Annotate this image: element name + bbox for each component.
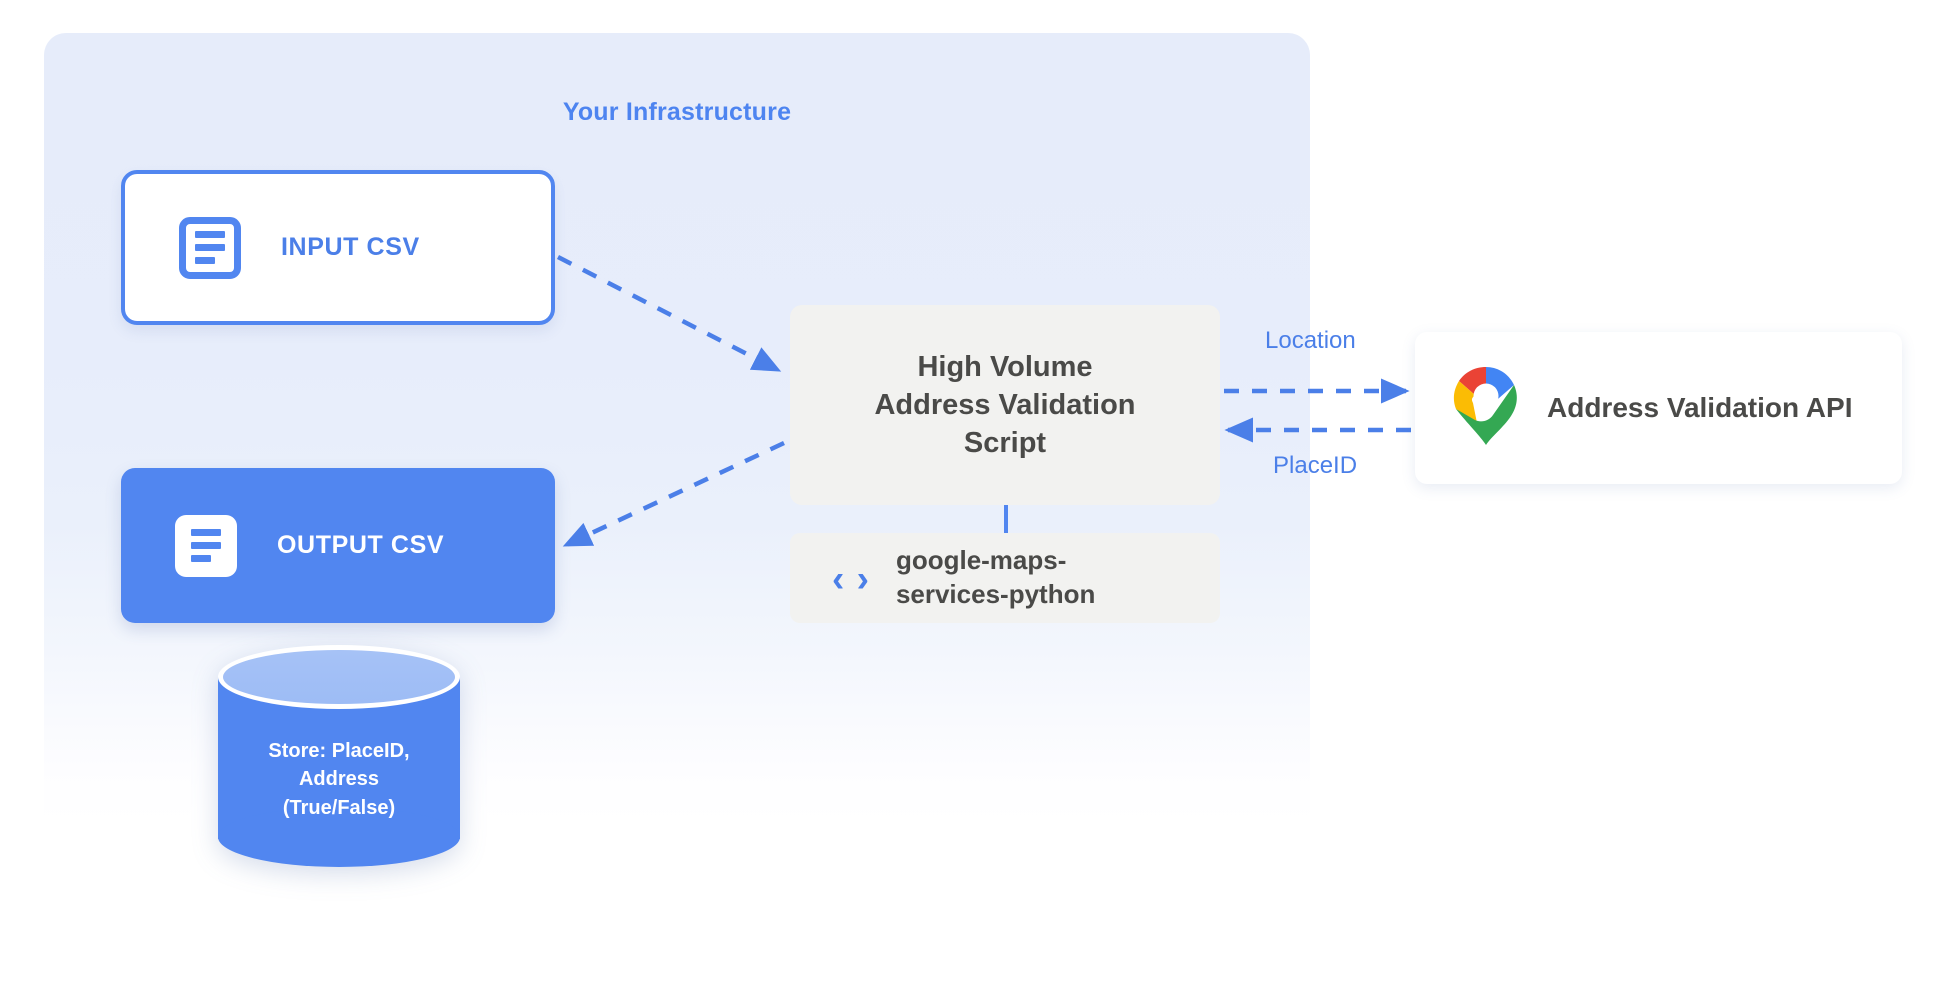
code-brackets-icon: ‹ › [832, 557, 870, 599]
script-label-line-2: Address Validation [874, 388, 1136, 421]
document-icon-line-3 [191, 555, 211, 562]
node-address-validation-api[interactable]: Address Validation API [1415, 332, 1902, 484]
database-label-line-2: Address [298, 768, 380, 791]
node-output-csv[interactable]: OUTPUT CSV [121, 468, 555, 623]
google-maps-pin-icon-wrap [1453, 365, 1519, 452]
node-validation-script-text: High Volume Address Validation Script [874, 348, 1135, 463]
node-input-csv-label: INPUT CSV [281, 233, 420, 261]
script-label-line-3: Script [963, 427, 1047, 460]
edge-label-placeid: PlaceID [1273, 452, 1358, 479]
node-input-csv[interactable]: INPUT CSV [121, 170, 555, 325]
document-icon [179, 216, 241, 279]
document-icon-line-2 [191, 542, 221, 549]
document-icon [175, 514, 237, 577]
cylinder-bottom-ellipse [218, 807, 460, 867]
node-client-library[interactable]: ‹ › google-maps- services-python [790, 533, 1220, 623]
edge-label-location: Location [1265, 327, 1356, 354]
edge-script-to-library [1004, 505, 1008, 539]
document-icon-line-2 [195, 244, 225, 251]
node-validation-script[interactable]: High Volume Address Validation Script [790, 305, 1220, 505]
document-icon-wrap [179, 216, 241, 279]
google-maps-pin-icon [1453, 366, 1517, 445]
database-label-line-1: Store: PlaceID, [268, 740, 410, 762]
script-label-line-1: High Volume [917, 350, 1093, 383]
document-icon-line-1 [195, 231, 225, 238]
document-icon-line-3 [195, 257, 215, 264]
node-database-store-label: Store: PlaceID, Address (True/False) [218, 737, 460, 822]
cylinder-top-ellipse [218, 645, 460, 709]
node-address-validation-api-label: Address Validation API [1547, 392, 1853, 423]
library-label-line-1: google-maps- [895, 545, 1067, 576]
document-icon-wrap [175, 514, 237, 577]
infrastructure-panel-title: Your Infrastructure [562, 98, 792, 126]
node-client-library-label: google-maps- services-python [896, 544, 1095, 612]
database-label-line-3: (True/False) [282, 796, 396, 819]
node-output-csv-label: OUTPUT CSV [277, 531, 445, 559]
node-database-store[interactable]: Store: PlaceID, Address (True/False) [218, 645, 460, 867]
document-icon-line-1 [191, 529, 221, 536]
library-label-line-2: services-python [895, 579, 1096, 609]
